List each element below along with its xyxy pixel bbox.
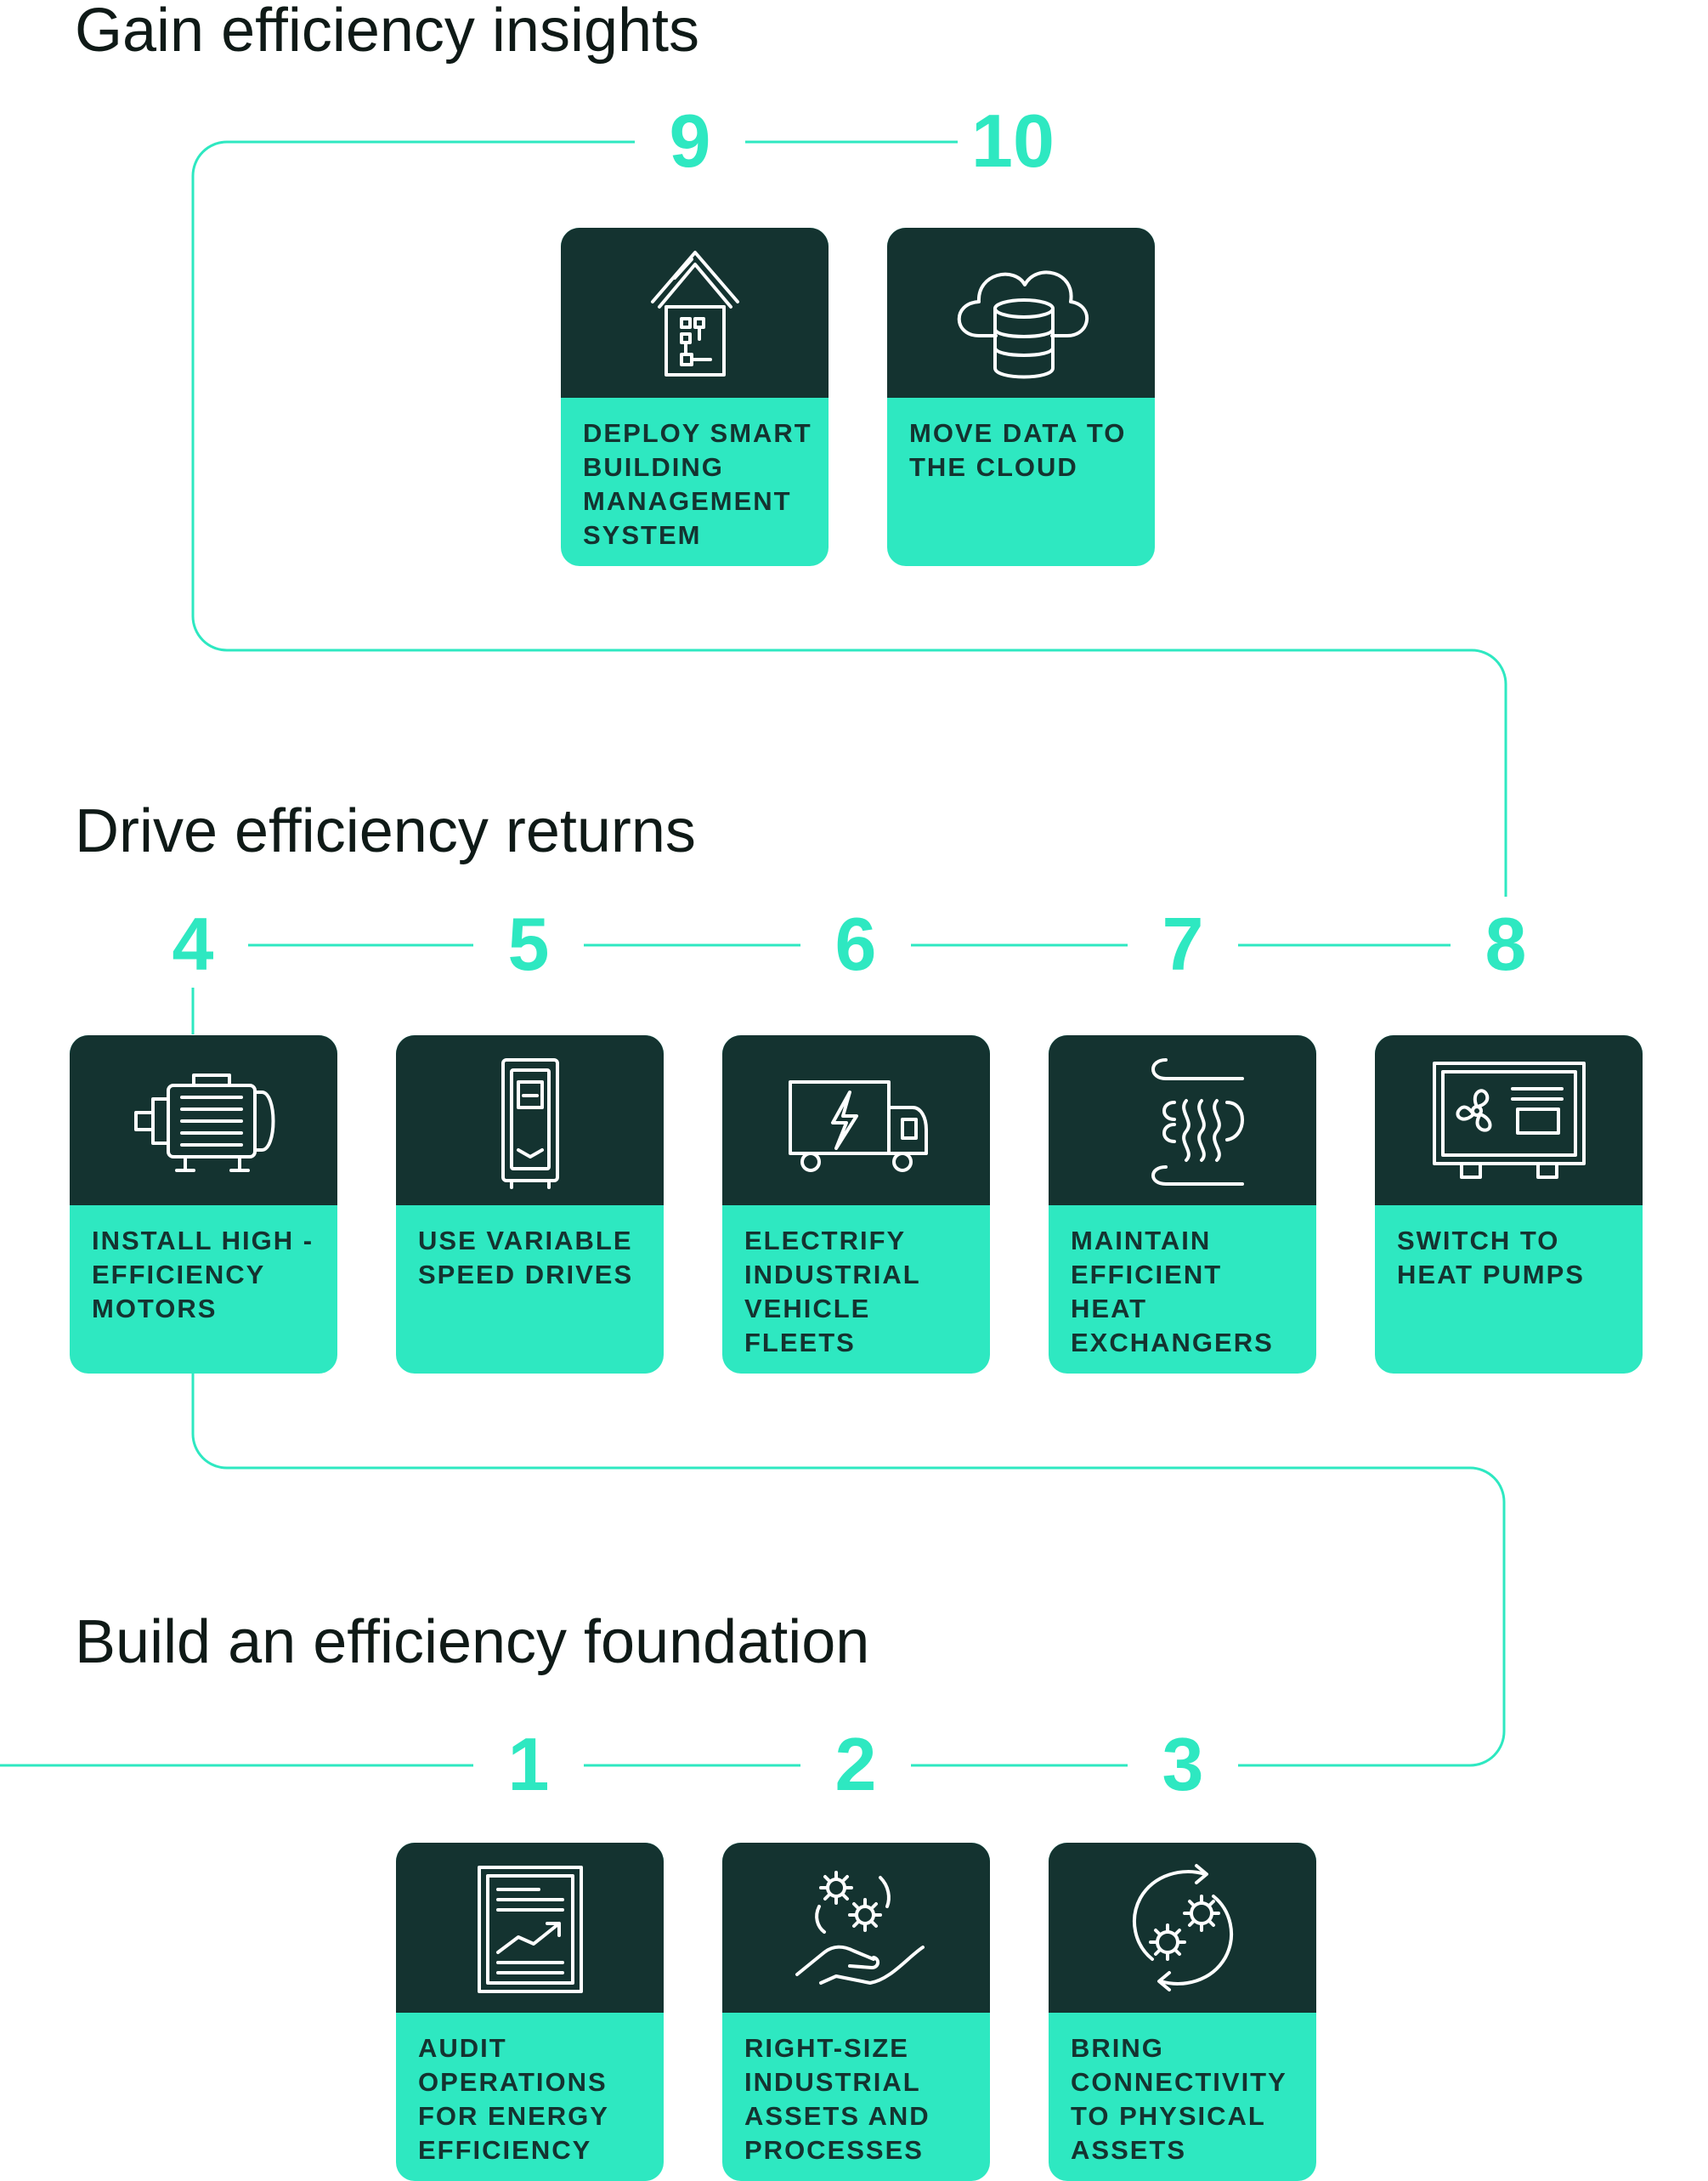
step-label-4: INSTALL HIGH -EFFICIENCY MOTORS [92, 1226, 314, 1323]
step-label-3: BRING CONNECTIVITY TO PHYSICAL ASSETS [1071, 2033, 1287, 2165]
step-number-2: 2 [800, 1727, 911, 1802]
step-label-6: ELECTRIFY INDUSTRIAL VEHICLE FLEETS [744, 1226, 921, 1357]
smart-building-icon [650, 251, 739, 377]
step-card-1: AUDIT OPERATIONS FOR ENERGY EFFICIENCY [396, 1843, 664, 2181]
step-number-6: 6 [800, 907, 911, 982]
heat-pump-icon [1432, 1062, 1586, 1179]
electric-truck-icon [788, 1080, 928, 1172]
step-number-8: 8 [1451, 907, 1561, 982]
step-card-4: INSTALL HIGH -EFFICIENCY MOTORS [70, 1035, 337, 1374]
step-card-10: MOVE DATA TO THE CLOUD [887, 228, 1155, 566]
step-card-7: MAINTAIN EFFICIENT HEAT EXCHANGERS [1049, 1035, 1316, 1374]
heat-waves-icon [1151, 1058, 1244, 1186]
step-card-9: DEPLOY SMART BUILDING MANAGEMENT SYSTEM [561, 228, 829, 566]
step-label-8: SWITCH TO HEAT PUMPS [1397, 1226, 1585, 1289]
step-card-6: ELECTRIFY INDUSTRIAL VEHICLE FLEETS [722, 1035, 990, 1374]
step-label-5: USE VARIABLE SPEED DRIVES [418, 1226, 634, 1289]
step-number-9: 9 [635, 104, 745, 178]
step-label-10: MOVE DATA TO THE CLOUD [909, 418, 1127, 482]
section-title-foundation: Build an efficiency foundation [75, 1608, 870, 1676]
step-label-2: RIGHT-SIZE INDUSTRIAL ASSETS AND PROCESS… [744, 2033, 930, 2165]
step-number-5: 5 [473, 907, 584, 982]
hand-gears-icon [795, 1871, 925, 1985]
step-number-3: 3 [1128, 1727, 1238, 1802]
step-card-3: BRING CONNECTIVITY TO PHYSICAL ASSETS [1049, 1843, 1316, 2181]
step-number-1: 1 [473, 1727, 584, 1802]
section-title-returns: Drive efficiency returns [75, 797, 696, 865]
step-label-9: DEPLOY SMART BUILDING MANAGEMENT SYSTEM [583, 418, 812, 550]
cloud-database-icon [957, 270, 1089, 379]
gears-cycle-icon [1132, 1864, 1233, 1991]
drive-cabinet-icon [501, 1058, 559, 1189]
section-title-insights: Gain efficiency insights [75, 0, 700, 65]
step-number-10: 10 [958, 104, 1068, 178]
step-card-2: RIGHT-SIZE INDUSTRIAL ASSETS AND PROCESS… [722, 1843, 990, 2181]
step-number-4: 4 [138, 907, 248, 982]
report-chart-icon [477, 1866, 583, 1993]
motor-icon [133, 1074, 274, 1172]
step-label-1: AUDIT OPERATIONS FOR ENERGY EFFICIENCY [418, 2033, 609, 2165]
step-card-5: USE VARIABLE SPEED DRIVES [396, 1035, 664, 1374]
step-card-8: SWITCH TO HEAT PUMPS [1375, 1035, 1643, 1374]
step-number-7: 7 [1128, 907, 1238, 982]
step-label-7: MAINTAIN EFFICIENT HEAT EXCHANGERS [1071, 1226, 1274, 1357]
